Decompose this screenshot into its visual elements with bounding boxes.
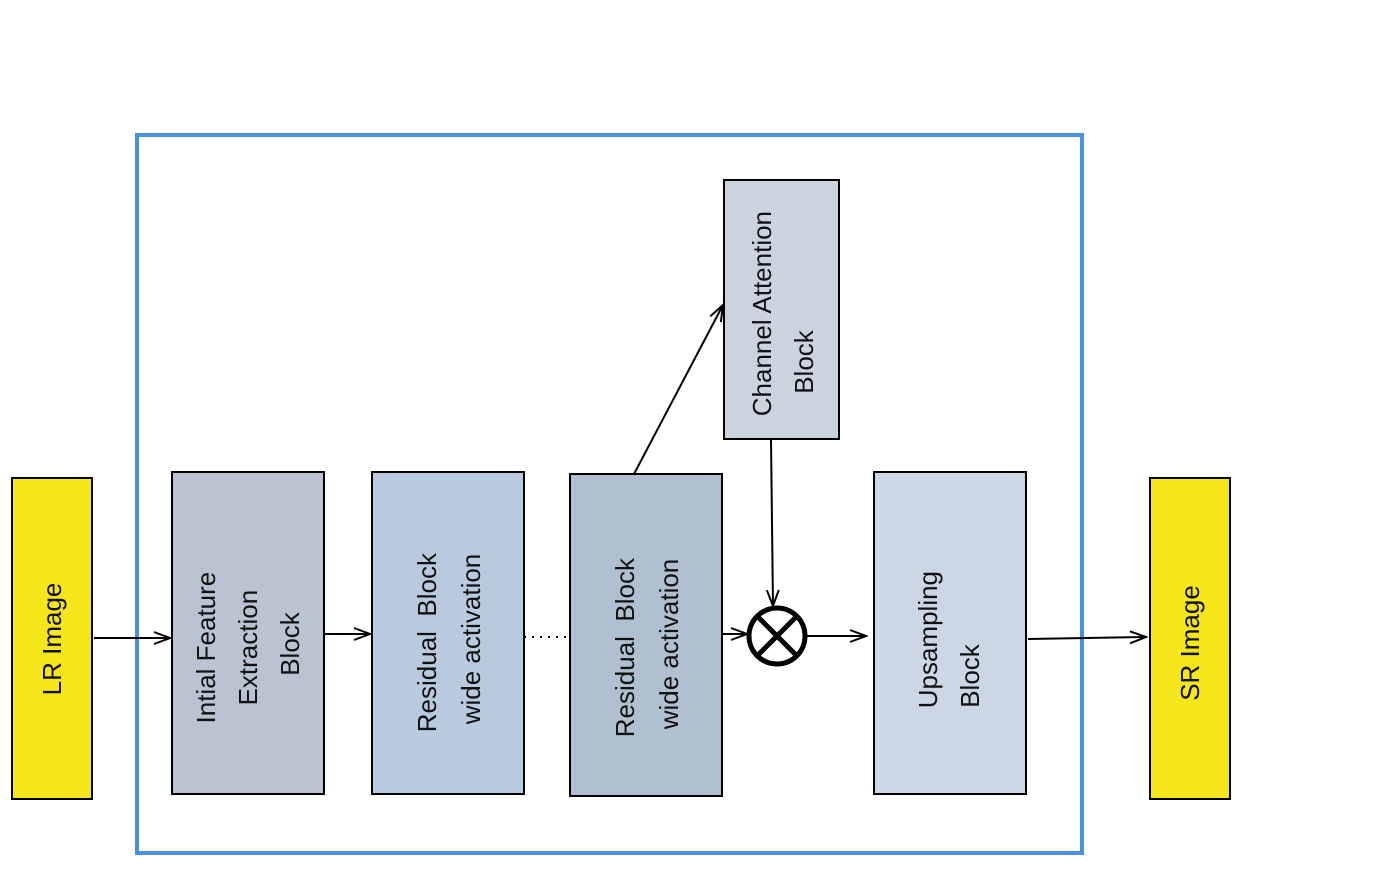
multiply-circle-icon [746, 605, 808, 667]
upsampling-block-label-line-2: Block [955, 643, 985, 708]
upsampling-block: Upsampling Block [873, 471, 1027, 795]
svg-text:SR Image: SR Image [1175, 585, 1205, 701]
svg-text:LR Image: LR Image [37, 583, 67, 696]
attention-block-label-line-2: Block [789, 329, 819, 394]
initial-block-label-line-2: Extraction [233, 590, 263, 706]
svg-text:Residual Block wide act: Residual Block wide activation [412, 546, 486, 732]
residual-block-2-label-line-2: wide activation [654, 559, 684, 731]
initial-block-label-line-1: Intial Feature [191, 572, 221, 724]
lr-image-label: LR Image [37, 583, 67, 696]
svg-text:Channel Attention Block: Channel Attention Block [747, 204, 819, 417]
sr-image-node: SR Image [1149, 477, 1231, 800]
residual-block-1: Residual Block wide activation [371, 471, 525, 795]
initial-feature-extraction-block: Intial Feature Extraction Block [171, 471, 325, 795]
residual-block-1-label-line-2: wide activation [456, 554, 486, 726]
svg-text:Upsampling Block: Upsampling Block [913, 564, 985, 709]
residual-block-1-label-line-1: Residual Block [412, 552, 442, 732]
initial-block-label-line-3: Block [275, 611, 305, 676]
lr-image-node: LR Image [11, 477, 93, 800]
sr-image-label: SR Image [1175, 585, 1205, 701]
upsampling-block-label-line-1: Upsampling [913, 571, 943, 708]
arrow-residual2-to-attention [633, 305, 723, 475]
svg-text:Residual Block wide act: Residual Block wide activation [610, 551, 684, 737]
channel-attention-block: Channel Attention Block [723, 179, 840, 440]
arrow-upsampling-to-sr [1027, 637, 1146, 639]
residual-block-2: Residual Block wide activation [569, 473, 723, 797]
arrow-attention-to-multiply [771, 439, 773, 606]
network-container [135, 133, 1084, 855]
svg-text:Intial Feature Extractio: Intial Feature Extraction Block [191, 565, 305, 724]
attention-block-label-line-1: Channel Attention [747, 211, 777, 416]
residual-block-2-label-line-1: Residual Block [610, 557, 640, 737]
